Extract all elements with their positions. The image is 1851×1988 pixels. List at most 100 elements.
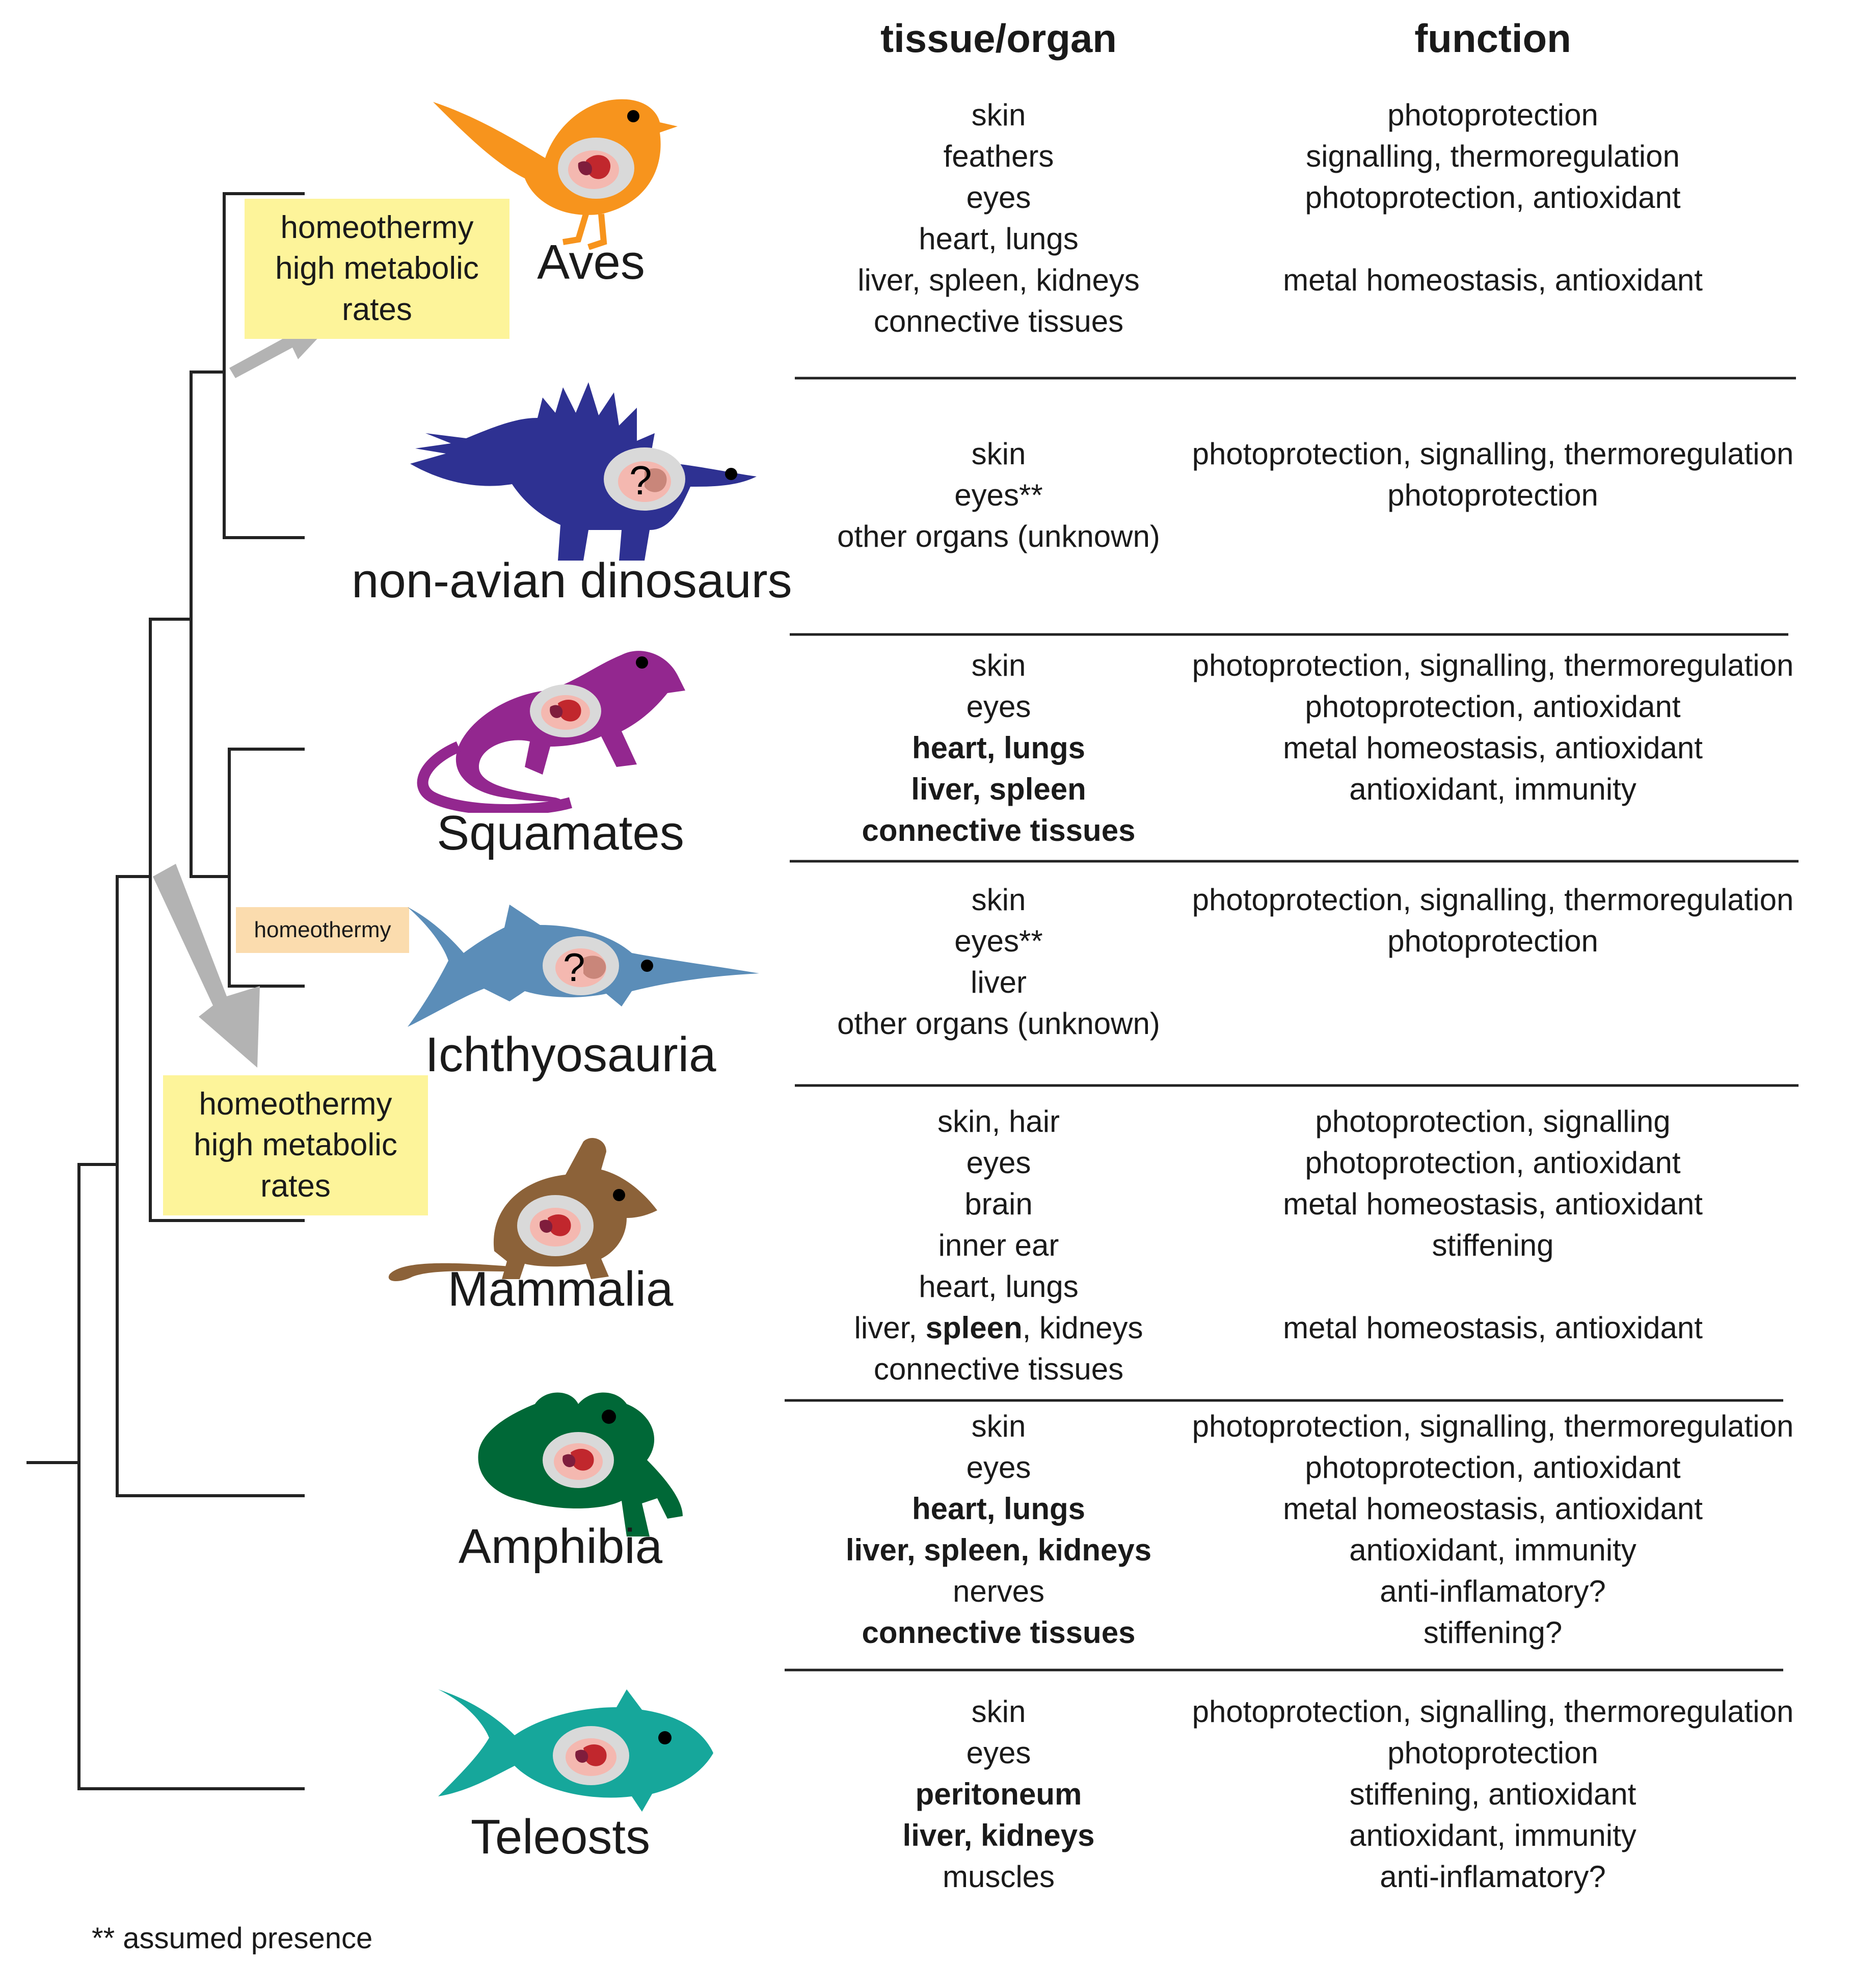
organ-item: inner ear <box>938 1228 1059 1262</box>
function-item: photoprotection, signalling <box>1315 1104 1671 1138</box>
function-item: anti-inflamatory? <box>1380 1574 1606 1608</box>
function-item <box>1141 1003 1844 1044</box>
organ-item: eyes <box>966 180 1031 215</box>
organ-item: skin <box>971 1409 1026 1443</box>
organ-item-bold: peritoneum <box>915 1777 1082 1811</box>
taxon-label-ichthyosauria: Ichthyosauria <box>425 1027 716 1082</box>
taxon-label-amphibia: Amphibia <box>458 1519 663 1574</box>
organ-item: eyes <box>966 690 1031 724</box>
function-list-squamates: photoprotection, signalling, thermoregul… <box>1141 645 1844 851</box>
function-item: photoprotection, signalling, thermoregul… <box>1192 437 1794 471</box>
organ-item: feathers <box>943 139 1054 173</box>
function-item: photoprotection, antioxidant <box>1305 180 1681 215</box>
function-column-header: function <box>1414 16 1571 61</box>
organ-item: connective tissues <box>873 304 1124 338</box>
organ-item: liver, kidneys <box>754 1815 1243 1856</box>
frog-icon <box>478 1392 683 1536</box>
organ-item: peritoneum <box>754 1773 1243 1815</box>
annotation-line: high metabolic <box>275 251 479 286</box>
function-item: photoprotection, signalling, thermoregul… <box>1192 648 1794 682</box>
organ-item-bold: liver, spleen, kidneys <box>845 1533 1152 1567</box>
function-item <box>1141 516 1844 557</box>
organ-item: liver, spleen <box>754 768 1243 810</box>
organ-item: eyes <box>966 1736 1031 1770</box>
organ-item: skin <box>971 883 1026 917</box>
function-item: metal homeostasis, antioxidant <box>1283 1492 1703 1526</box>
organ-item: skin <box>971 648 1026 682</box>
mammal-annotation-arrow <box>153 864 260 1068</box>
function-item: photoprotection <box>1387 1736 1598 1770</box>
function-item: photoprotection <box>1387 98 1598 132</box>
function-item: stiffening <box>1432 1228 1554 1262</box>
function-item <box>1141 1348 1844 1390</box>
footnote: ** assumed presence <box>92 1922 373 1955</box>
organ-item-bold: spleen <box>925 1311 1023 1345</box>
bird-icon <box>433 99 678 250</box>
function-item: signalling, thermoregulation <box>1306 139 1680 173</box>
organ-list-amphibia: skin eyes heart, lungs liver, spleen, ki… <box>754 1406 1243 1653</box>
organ-item: heart, lungs <box>754 1488 1243 1529</box>
function-item: photoprotection, signalling, thermoregul… <box>1192 1409 1794 1443</box>
taxon-label-non-avian-dinosaurs: non-avian dinosaurs <box>352 553 792 608</box>
organ-item: heart, lungs <box>919 1269 1079 1304</box>
function-item <box>1141 962 1844 1003</box>
taxon-label-mammalia: Mammalia <box>447 1262 674 1316</box>
function-list-amphibia: photoprotection, signalling, thermoregul… <box>1141 1406 1844 1653</box>
organ-item-part: , kidneys <box>1022 1311 1143 1345</box>
annotation-line: high metabolic <box>194 1127 397 1163</box>
annotation-line: homeothermy <box>254 917 391 943</box>
function-item: photoprotection, antioxidant <box>1305 1146 1681 1180</box>
function-item: photoprotection <box>1387 924 1598 958</box>
function-item: metal homeostasis, antioxidant <box>1283 263 1703 297</box>
organ-item: liver, spleen, kidneys <box>754 1307 1243 1348</box>
organ-item-bold: connective tissues <box>862 813 1136 847</box>
organ-item: eyes** <box>954 924 1043 958</box>
organ-item-bold: heart, lungs <box>911 1492 1086 1526</box>
organ-item: eyes <box>966 1146 1031 1180</box>
function-item: photoprotection, antioxidant <box>1305 690 1681 724</box>
organ-list-dinosaurs: skin eyes** other organs (unknown) <box>754 433 1243 557</box>
taxon-label-squamates: Squamates <box>437 806 684 860</box>
organ-item: skin, hair <box>937 1104 1060 1138</box>
annotation-line: rates <box>342 291 412 327</box>
organ-item: nerves <box>952 1574 1045 1608</box>
function-item: stiffening, antioxidant <box>1349 1777 1637 1811</box>
organ-list-ichthyosauria: skin eyes** liver other organs (unknown) <box>754 879 1243 1044</box>
function-item <box>1141 301 1844 342</box>
function-list-ichthyosauria: photoprotection, signalling, thermoregul… <box>1141 879 1844 1044</box>
organ-item-part: liver, <box>854 1311 926 1345</box>
organ-item: eyes** <box>954 478 1043 512</box>
organ-item-bold: liver, kidneys <box>902 1818 1095 1852</box>
taxon-label-teleosts: Teleosts <box>470 1810 651 1864</box>
organ-list-teleosts: skin eyes peritoneum liver, kidneys musc… <box>754 1691 1243 1897</box>
function-list-dinosaurs: photoprotection, signalling, thermoregul… <box>1141 433 1844 557</box>
organ-item-bold: heart, lungs <box>911 731 1086 765</box>
organ-item: liver, spleen, kidneys <box>754 1529 1243 1571</box>
organ-item-bold: liver, spleen <box>911 772 1086 806</box>
organ-list-mammalia: skin, hair eyes brain inner ear heart, l… <box>754 1101 1243 1390</box>
organ-list-aves: skin feathers eyes heart, lungs liver, s… <box>754 94 1243 342</box>
organ-item: skin <box>971 437 1026 471</box>
function-item: stiffening? <box>1423 1615 1563 1650</box>
organ-item: other organs (unknown) <box>837 519 1160 553</box>
organ-item: brain <box>964 1187 1033 1221</box>
ichthyo-annotation-box: homeothermy <box>236 907 409 953</box>
function-item: metal homeostasis, antioxidant <box>1283 1187 1703 1221</box>
taxon-label-aves: Aves <box>537 235 645 289</box>
organ-item: heart, lungs <box>919 222 1079 256</box>
mammal-annotation-box: homeothermy high metabolic rates <box>163 1075 428 1215</box>
aves-annotation-box: homeothermy high metabolic rates <box>245 199 509 339</box>
organ-list-squamates: skin eyes heart, lungs liver, spleen con… <box>754 645 1243 851</box>
function-list-aves: photoprotection signalling, thermoregula… <box>1141 94 1844 342</box>
organ-item: connective tissues <box>754 1612 1243 1653</box>
question-mark: ? <box>629 458 652 503</box>
annotation-line: homeothermy <box>199 1086 392 1122</box>
organ-item: muscles <box>942 1860 1055 1894</box>
function-list-teleosts: photoprotection, signalling, thermoregul… <box>1141 1691 1844 1897</box>
annotation-line: rates <box>260 1168 331 1204</box>
function-item <box>1141 1266 1844 1307</box>
organ-item: liver <box>970 965 1027 999</box>
lizard-icon <box>417 651 685 813</box>
